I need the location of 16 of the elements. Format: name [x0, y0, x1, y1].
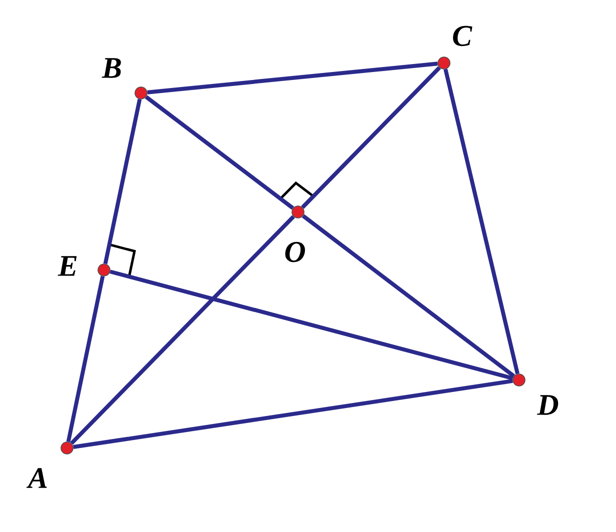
point-label: C — [453, 26, 472, 46]
line-segment — [144, 95, 294, 210]
line-segment — [147, 62, 438, 94]
point-label: O — [285, 242, 305, 262]
point-label: A — [26, 468, 47, 488]
line-segment — [70, 215, 295, 445]
line-segment — [302, 214, 516, 378]
line-segment — [73, 378, 513, 450]
line-segment — [301, 66, 441, 209]
point-label: E — [58, 256, 77, 276]
line-segment — [66, 276, 105, 442]
line-segment — [444, 68, 520, 374]
point-label: D — [536, 395, 558, 415]
line-segment — [110, 270, 514, 380]
point-label: B — [102, 58, 121, 78]
line-segment — [103, 98, 142, 264]
